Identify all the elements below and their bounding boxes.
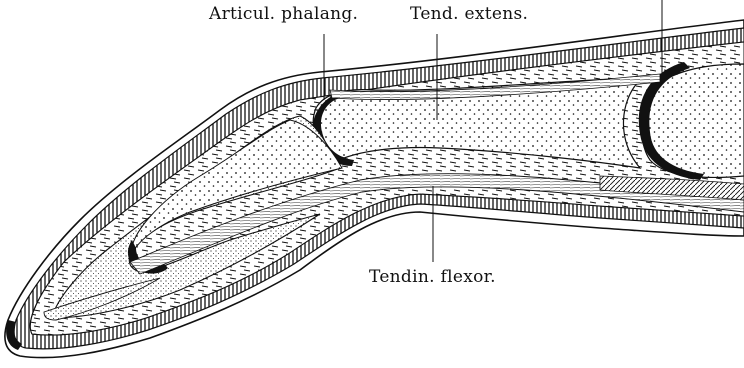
label-tend-extens: Tend. extens. <box>410 4 528 24</box>
label-tendin-flexor: Tendin. flexor. <box>369 267 496 287</box>
label-articul-phalang: Articul. phalang. <box>209 4 358 24</box>
